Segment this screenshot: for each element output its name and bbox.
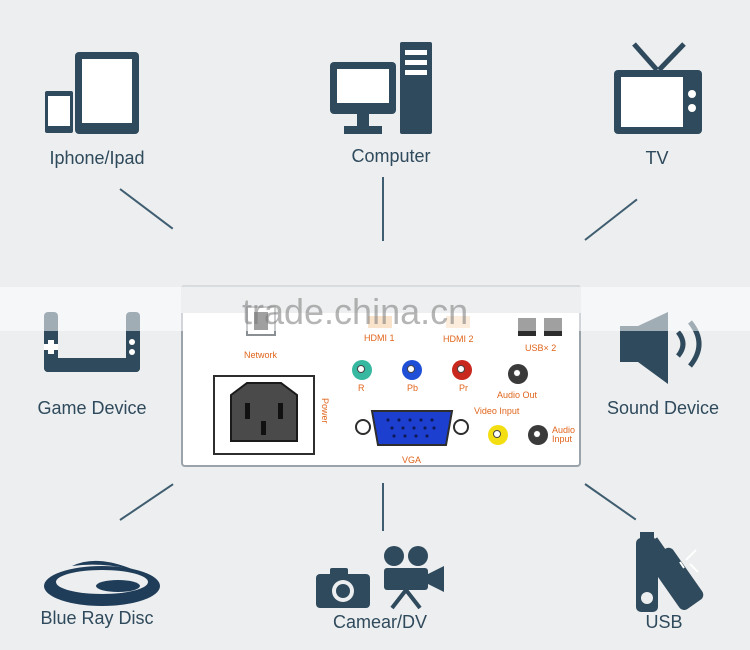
bluray-disc-label: Blue Ray Disc	[40, 608, 154, 628]
tablet-phone-icon	[43, 52, 139, 135]
video-camera-icon	[384, 546, 444, 610]
connector-line-usb	[584, 483, 637, 521]
hdmi1-label: HDMI 1	[364, 333, 395, 343]
hdmi2-label: HDMI 2	[443, 334, 474, 344]
pb-label: Pb	[407, 383, 419, 393]
connector-line-computer	[382, 177, 384, 241]
connector-line-camera	[382, 483, 384, 531]
sound-device-label: Sound Device	[606, 398, 720, 418]
pr-label: Pr	[459, 383, 468, 393]
computer-icon	[330, 42, 432, 134]
network-label: Network	[244, 350, 278, 360]
connector-line-tv	[584, 198, 638, 241]
tv-label: TV	[645, 148, 669, 168]
r-jack	[352, 360, 372, 380]
audio-input-label-1: Audio	[552, 425, 576, 435]
tv-icon	[614, 42, 702, 134]
pr-jack	[452, 360, 472, 380]
connector-line-iphone	[119, 188, 174, 230]
r-label: R	[358, 383, 365, 393]
usb-drive-icon	[636, 532, 704, 612]
computer-label: Computer	[351, 146, 431, 166]
power-socket	[213, 375, 315, 455]
audio-input-jack	[528, 425, 548, 445]
game-device-label: Game Device	[37, 398, 147, 418]
vga-label: VGA	[402, 455, 422, 465]
video-input-jack	[488, 425, 508, 445]
bluray-disc-icon	[44, 560, 160, 606]
usbx2-label: USB× 2	[525, 343, 557, 353]
vga-port	[355, 410, 469, 446]
camera-dv-label: Camear/DV	[332, 612, 428, 632]
watermark-band	[0, 287, 750, 331]
power-label: Power	[320, 398, 330, 424]
video-input-label: Video Input	[474, 406, 520, 416]
pb-jack	[402, 360, 422, 380]
iphone-ipad-label: Iphone/Ipad	[49, 148, 145, 168]
camera-icon	[316, 568, 370, 608]
audio-out-label: Audio Out	[497, 390, 538, 400]
connector-line-bluray	[119, 483, 174, 521]
watermark-text: trade.china.cn	[242, 291, 469, 332]
usb-label: USB	[645, 612, 683, 632]
audio-input-label-2: Input	[552, 434, 573, 444]
audio-out-jack	[508, 364, 528, 384]
